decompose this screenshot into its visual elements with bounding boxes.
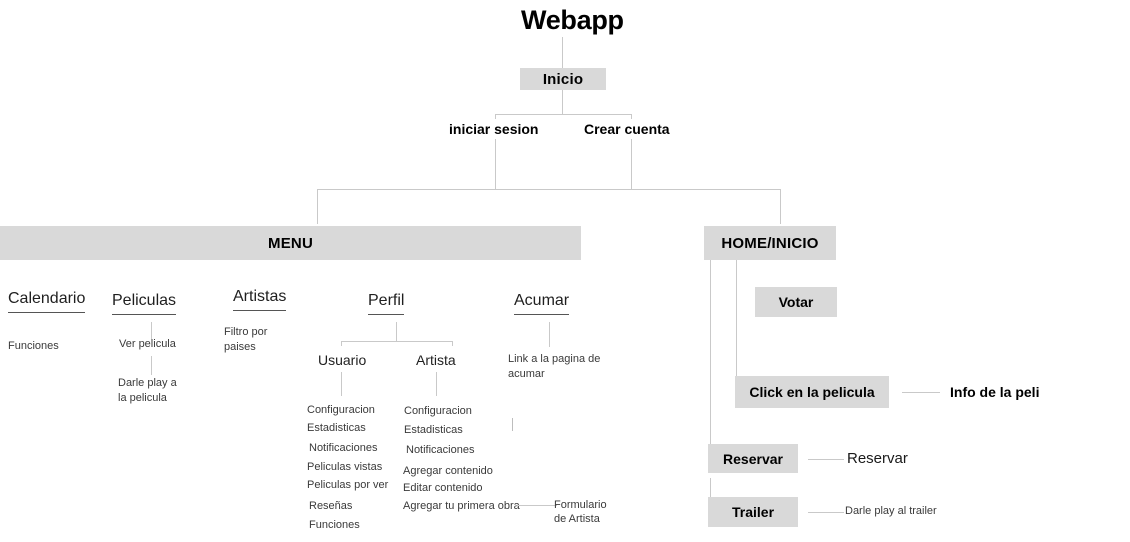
- leaf-usuario-1: Estadisticas: [307, 422, 366, 434]
- connector-section-bus: [317, 189, 780, 190]
- node-reservar[interactable]: Reservar: [708, 444, 798, 473]
- leaf-usuario-5: Reseñas: [309, 500, 353, 512]
- leaf-darle-play-line2: la pelicula: [118, 392, 167, 404]
- leaf-filtro-por-line1: Filtro por: [224, 326, 268, 338]
- label-trailer-note: Darle play al trailer: [845, 505, 937, 517]
- connector-peliculas-1: [151, 322, 152, 339]
- page-title: Webapp: [521, 5, 624, 35]
- node-inicio[interactable]: Inicio: [520, 68, 606, 90]
- leaf-ver-pelicula: Ver pelicula: [119, 338, 176, 350]
- col-head-artistas[interactable]: Artistas: [233, 288, 287, 311]
- label-iniciar-sesion[interactable]: iniciar sesion: [449, 121, 539, 137]
- connector-trailer-to-note: [808, 512, 844, 513]
- leaf-usuario-3: Peliculas vistas: [307, 461, 383, 473]
- sub-head-artista[interactable]: Artista: [416, 352, 456, 368]
- leaf-usuario-0: Configuracion: [307, 404, 375, 416]
- col-head-calendario[interactable]: Calendario: [8, 290, 86, 313]
- connector-perfil-left-stub: [341, 341, 342, 346]
- label-reservar-note: Reservar: [847, 450, 908, 467]
- leaf-acumar-link-line2: acumar: [508, 368, 545, 380]
- leaf-artista-2: Notificaciones: [406, 444, 475, 456]
- leaf-artista-4: Editar contenido: [403, 482, 483, 494]
- connector-usuario-down: [341, 372, 342, 396]
- node-votar[interactable]: Votar: [755, 287, 837, 317]
- label-crear-cuenta[interactable]: Crear cuenta: [584, 121, 670, 137]
- connector-peliculas-2: [151, 356, 152, 375]
- connector-home-trunk-inner: [736, 260, 737, 376]
- connector-login-down: [495, 139, 496, 189]
- connector-auth-bus: [495, 114, 631, 115]
- connector-perfil-right-stub: [452, 341, 453, 346]
- label-info-de-la-peli: Info de la peli: [950, 384, 1040, 400]
- node-click-en-la-pelicula[interactable]: Click en la pelicula: [735, 376, 889, 408]
- connector-perfil-down: [396, 322, 397, 342]
- leaf-usuario-4: Peliculas por ver: [307, 479, 389, 491]
- connector-home-trunk-outer: [710, 260, 711, 446]
- leaf-filtro-por-line2: paises: [224, 341, 256, 353]
- leaf-artista-1: Estadisticas: [404, 424, 463, 436]
- leaf-calendario-funciones: Funciones: [8, 340, 59, 352]
- connector-acumar-stub: [512, 418, 513, 431]
- connector-reservar-to-note: [808, 459, 844, 460]
- leaf-artista-0: Configuracion: [404, 405, 472, 417]
- connector-title-to-inicio: [562, 37, 563, 68]
- connector-auth-right-stub: [631, 114, 632, 119]
- connector-primera-obra-to-formulario: [517, 505, 557, 506]
- connector-auth-left-stub: [495, 114, 496, 119]
- section-bar-menu[interactable]: MENU: [0, 226, 581, 260]
- leaf-artista-5: Agregar tu primera obra: [403, 500, 520, 512]
- col-head-acumar[interactable]: Acumar: [514, 292, 570, 315]
- connector-perfil-bus: [341, 341, 452, 342]
- leaf-formulario-artista-line1: Formulario: [554, 499, 607, 511]
- leaf-acumar-link-line1: Link a la pagina de: [508, 353, 601, 365]
- leaf-darle-play-line1: Darle play a: [118, 377, 177, 389]
- section-bar-home[interactable]: HOME/INICIO: [704, 226, 836, 260]
- leaf-artista-3: Agregar contenido: [403, 465, 493, 477]
- connector-artista-down: [436, 372, 437, 396]
- col-head-peliculas[interactable]: Peliculas: [112, 292, 177, 315]
- connector-bus-to-home: [780, 189, 781, 224]
- connector-reservar-to-trailer: [710, 478, 711, 497]
- connector-bus-to-menu: [317, 189, 318, 224]
- sub-head-usuario[interactable]: Usuario: [318, 352, 367, 368]
- connector-click-to-info: [902, 392, 940, 393]
- connector-signup-down: [631, 139, 632, 189]
- leaf-usuario-6: Funciones: [309, 519, 360, 531]
- node-trailer[interactable]: Trailer: [708, 497, 798, 527]
- leaf-usuario-2: Notificaciones: [309, 442, 378, 454]
- leaf-formulario-artista-line2: de Artista: [554, 513, 600, 525]
- connector-inicio-down: [562, 90, 563, 115]
- col-head-perfil[interactable]: Perfil: [368, 292, 405, 315]
- connector-acumar-down: [549, 322, 550, 347]
